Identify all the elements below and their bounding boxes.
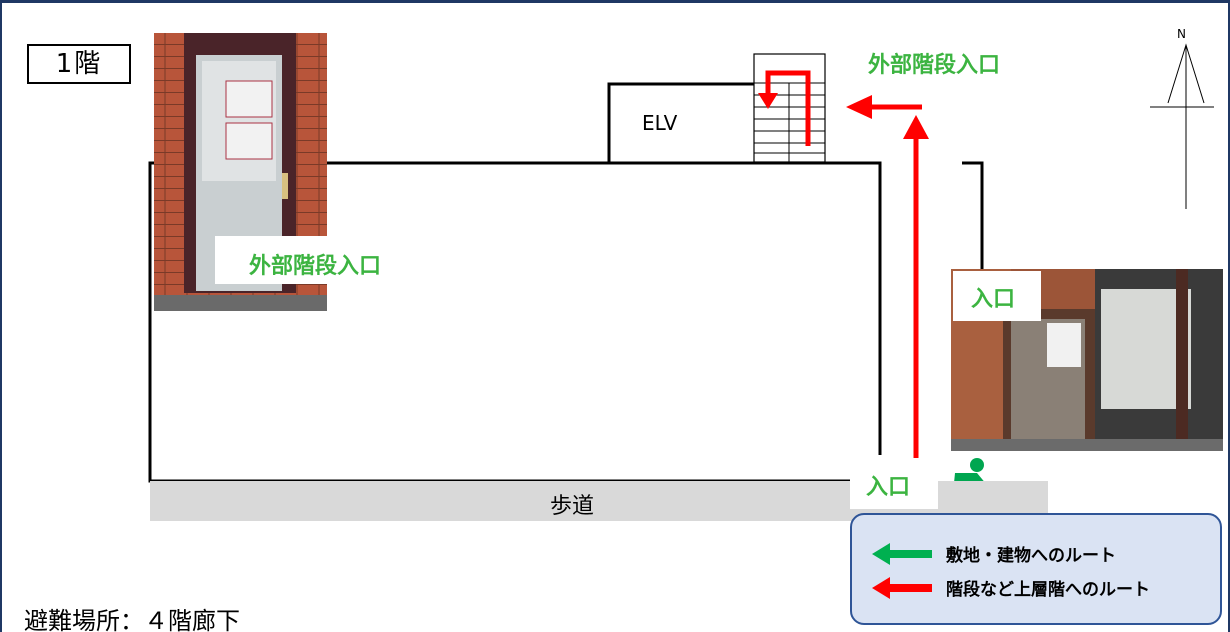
building-top-wall-right bbox=[757, 161, 882, 455]
sidewalk-label: 歩道 bbox=[550, 494, 595, 519]
stairs-icon bbox=[753, 53, 826, 163]
route-legend: 敷地・建物へのルート 階段など上層階へのルート bbox=[850, 513, 1222, 625]
compass-icon bbox=[1150, 43, 1214, 209]
building-east-wall bbox=[962, 161, 984, 271]
outer-stairs-label-top: 外部階段入口 bbox=[860, 43, 1009, 83]
outer-stairs-label-photo: 外部階段入口 bbox=[215, 236, 415, 284]
legend-label-green: 敷地・建物へのルート bbox=[946, 546, 1116, 566]
compass-north-label: N bbox=[1177, 27, 1186, 41]
red-arrow-icon bbox=[872, 576, 932, 599]
floor-label: 1階 bbox=[27, 44, 131, 84]
red-route-arrowhead-up bbox=[903, 115, 929, 139]
building-top-wall bbox=[607, 82, 757, 163]
red-route-arrowhead-left bbox=[846, 95, 872, 119]
green-arrow-icon bbox=[872, 542, 932, 565]
legend-item-red: 階段など上層階へのルート bbox=[872, 575, 1150, 600]
stairs-route-arrowhead bbox=[758, 93, 778, 109]
entrance-photo-icon bbox=[951, 269, 1223, 451]
entrance-label-street: 入口 bbox=[850, 459, 938, 509]
legend-label-red: 階段など上層階へのルート bbox=[946, 580, 1150, 600]
legend-item-green: 敷地・建物へのルート bbox=[872, 541, 1116, 566]
stairs-route-arrow bbox=[765, 70, 811, 146]
elv-label: ELV bbox=[642, 111, 678, 135]
shelter-location-text: 避難場所：４階廊下 bbox=[24, 607, 240, 632]
entrance-label-photo: 入口 bbox=[953, 271, 1041, 321]
